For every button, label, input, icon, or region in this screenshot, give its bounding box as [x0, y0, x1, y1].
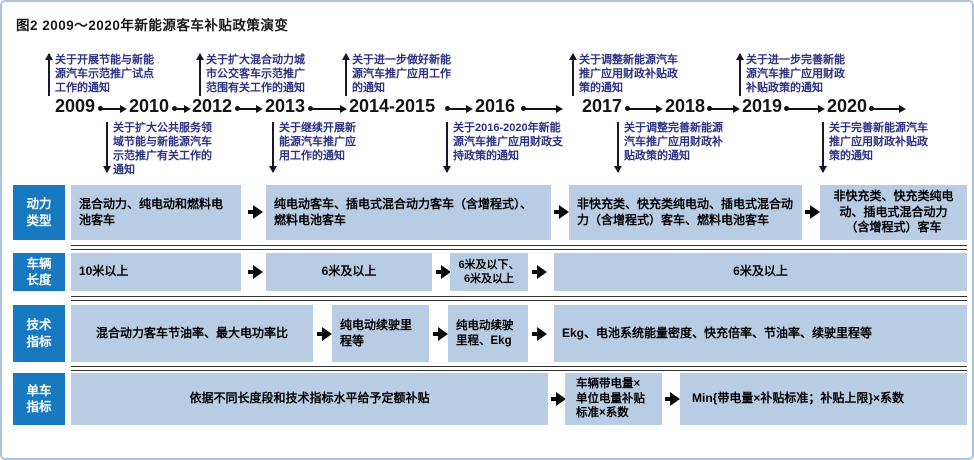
row-label-tech-indicator: 技术指标	[13, 305, 65, 362]
policy-note-text: 关于2016-2020年新能源汽车推广应用财政支持政策的通知	[453, 122, 563, 162]
figure-title: 图2 2009～2020年新能源客车补贴政策演变	[16, 18, 289, 33]
right-arrow-icon	[248, 265, 263, 279]
up-arrow-icon	[569, 53, 577, 96]
policy-note-top: 关于进一步完善新能源汽车推广应用财政补贴政策的通知	[736, 53, 849, 96]
row-label-text: 车辆长度	[26, 256, 52, 287]
row-label-unit-subsidy: 单车指标	[13, 373, 65, 425]
tech-indicator-cell: Ekg、电池系统能量密度、快充倍率、节油率、续驶里程等	[554, 305, 967, 362]
timeline-arrow-icon	[98, 104, 127, 113]
row-label-text: 单车指标	[26, 383, 52, 414]
policy-note-text: 关于进一步做好新能源汽车推广应用工作的通知	[352, 54, 451, 94]
policy-note-text: 关于开展节能与新能源汽车示范推广试点工作的通知	[55, 54, 154, 94]
timeline-year: 2009	[55, 96, 96, 116]
right-arrow-icon	[436, 265, 451, 279]
policy-note-bottom: 关于调整完善新能源汽车推广应用财政补贴政策的通知	[614, 122, 727, 173]
power-type-cell: 纯电动客车、插电式混合动力客车（含增程式）、燃料电池客车	[266, 185, 551, 240]
down-arrow-icon	[103, 122, 111, 173]
policy-note-top: 关于调整新能源汽车推广应用财政补贴政策的通知	[569, 53, 682, 96]
unit-subsidy-cell: 车辆带电量×单位电量补贴标准×系数	[565, 373, 662, 425]
policy-note-top: 关于扩大混合动力城市公交客车示范推广范围有关工作的通知	[196, 53, 309, 96]
timeline-arrow-icon	[869, 104, 906, 113]
row-label-text: 动力类型	[26, 197, 52, 228]
timeline-year: 2010	[129, 96, 170, 116]
timeline-arrow-icon	[521, 104, 563, 113]
policy-note-bottom: 关于扩大公共服务领域节能与新能源汽车示范推广有关工作的通知	[103, 122, 216, 178]
timeline-arrow-icon	[445, 104, 473, 113]
row-label-power-type: 动力类型	[13, 185, 65, 240]
row-label-vehicle-length: 车辆长度	[13, 253, 65, 291]
timeline-year: 2014-2015	[349, 96, 436, 116]
timeline-arrow-icon	[308, 104, 347, 113]
policy-note-top: 关于进一步做好新能源汽车推广应用工作的通知	[342, 53, 455, 96]
down-arrow-icon	[819, 122, 827, 173]
policy-note-text: 关于继续开展新能源汽车推广应用工作的通知	[279, 122, 356, 162]
unit-subsidy-cell: 依据不同长度段和技术指标水平给予定额补贴	[71, 373, 548, 425]
tech-indicator-cell: 混合动力客车节油率、最大电功率比	[71, 305, 313, 362]
up-arrow-icon	[196, 53, 204, 96]
power-type-cell: 非快充类、快充类纯电动、插电式混合动力（含增程式）客车	[820, 185, 967, 240]
down-arrow-icon	[443, 122, 451, 173]
timeline-year: 2013	[265, 96, 306, 116]
timeline-year: 2020	[827, 96, 868, 116]
tech-indicator-cell: 纯电动续驶里程、Ekg	[448, 305, 528, 362]
power-type-cell: 混合动力、纯电动和燃料电池客车	[71, 185, 241, 240]
row-divider	[71, 296, 967, 301]
right-arrow-icon	[532, 265, 547, 279]
timeline-arrow-icon	[784, 104, 825, 113]
policy-note-text: 关于完善新能源汽车推广应用财政补贴政策的通知	[829, 122, 928, 162]
row-label-text: 技术指标	[26, 318, 52, 349]
right-arrow-icon	[805, 205, 820, 219]
policy-note-bottom: 关于继续开展新能源汽车推广应用工作的通知	[269, 122, 360, 173]
right-arrow-icon	[532, 327, 547, 341]
down-arrow-icon	[614, 122, 622, 173]
up-arrow-icon	[45, 53, 53, 96]
timeline-year: 2017	[582, 96, 623, 116]
timeline-arrow-icon	[625, 104, 663, 113]
policy-note-text: 关于调整新能源汽车推广应用财政补贴政策的通知	[579, 54, 678, 94]
tech-indicator-cell: 纯电动续驶里程等	[332, 305, 429, 362]
policy-note-text: 关于进一步完善新能源汽车推广应用财政补贴政策的通知	[746, 54, 845, 94]
vehicle-length-cell: 6米及以下、6米及以上	[450, 253, 528, 291]
right-arrow-icon	[248, 205, 263, 219]
unit-subsidy-cell: Min{带电量×补贴标准；补贴上限}×系数	[680, 373, 967, 425]
vehicle-length-cell: 10米以上	[71, 253, 241, 291]
policy-note-top: 关于开展节能与新能源汽车示范推广试点工作的通知	[45, 53, 158, 96]
timeline-year: 2012	[192, 96, 233, 116]
policy-note-text: 关于扩大公共服务领域节能与新能源汽车示范推广有关工作的通知	[113, 122, 212, 176]
right-arrow-icon	[554, 205, 569, 219]
timeline-arrow-icon	[172, 104, 191, 113]
vehicle-length-cell: 6米及以上	[266, 253, 432, 291]
policy-note-bottom: 关于完善新能源汽车推广应用财政补贴政策的通知	[819, 122, 932, 173]
row-divider	[71, 245, 967, 250]
right-arrow-icon	[665, 392, 680, 406]
vehicle-length-cell: 6米及以上	[554, 253, 967, 291]
timeline-arrow-icon	[707, 104, 740, 113]
down-arrow-icon	[269, 122, 277, 173]
timeline-arrow-icon	[235, 104, 263, 113]
row-divider	[71, 366, 967, 371]
up-arrow-icon	[736, 53, 744, 96]
timeline-year: 2019	[742, 96, 783, 116]
up-arrow-icon	[342, 53, 350, 96]
policy-note-bottom: 关于2016-2020年新能源汽车推广应用财政支持政策的通知	[443, 122, 564, 173]
right-arrow-icon	[433, 327, 448, 341]
right-arrow-icon	[317, 327, 332, 341]
power-type-cell: 非快充类、快充类纯电动、插电式混合动力（含增程式）客车、燃料电池客车	[569, 185, 802, 240]
policy-note-text: 关于调整完善新能源汽车推广应用财政补贴政策的通知	[624, 122, 723, 162]
right-arrow-icon	[551, 392, 566, 406]
timeline-year: 2018	[665, 96, 706, 116]
timeline-year: 2016	[475, 96, 516, 116]
policy-note-text: 关于扩大混合动力城市公交客车示范推广范围有关工作的通知	[206, 54, 305, 94]
